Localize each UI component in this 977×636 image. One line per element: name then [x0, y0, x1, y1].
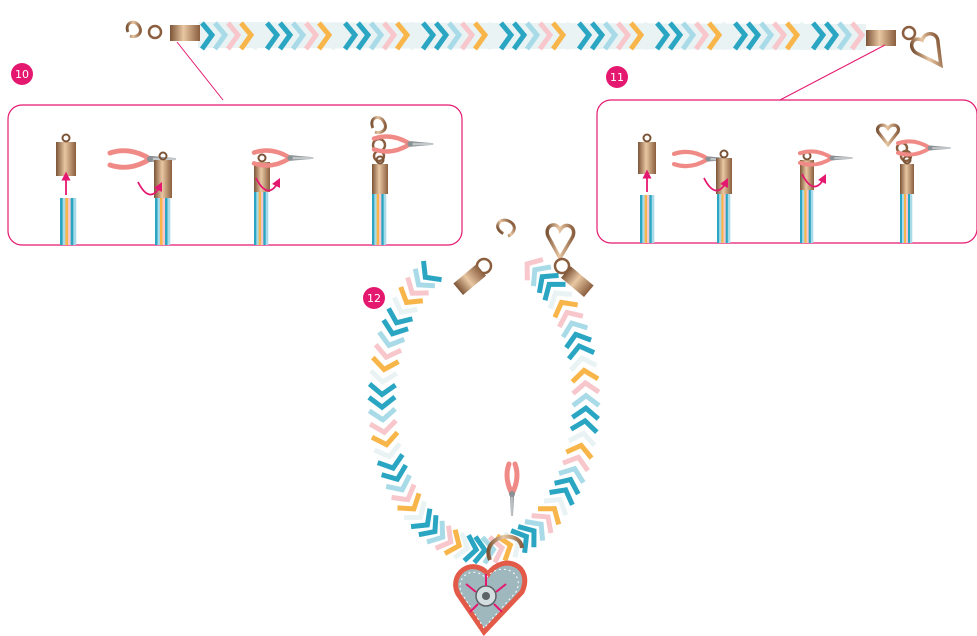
cord-strand	[640, 195, 643, 243]
cord-strand	[900, 194, 902, 243]
chevron-stitch	[369, 397, 395, 407]
cord-strand	[652, 195, 655, 243]
chevron-stitch	[572, 382, 599, 394]
chevron-stitch	[571, 419, 598, 432]
cord-strand	[372, 194, 375, 245]
cord-strand	[160, 198, 163, 245]
cord-strand	[63, 198, 66, 245]
end-cap-icon	[866, 30, 896, 46]
chevron-stitch	[371, 358, 398, 372]
cord-strand	[904, 194, 906, 243]
cord-strand	[384, 194, 387, 245]
cord-strand	[721, 194, 723, 243]
cord-strand	[908, 194, 910, 243]
cord-strand	[73, 198, 76, 245]
end-cap-icon	[372, 164, 388, 194]
cord-strand	[379, 194, 382, 245]
cord-strand	[719, 194, 721, 243]
pointer-line	[177, 42, 223, 100]
end-cap-icon	[453, 264, 486, 295]
cord-strand	[800, 190, 802, 243]
cord-strand	[377, 194, 380, 245]
lobster-clasp-icon	[127, 22, 140, 36]
cord-strand	[811, 190, 813, 243]
end-cap-icon	[638, 142, 656, 174]
pointer-line	[780, 45, 885, 100]
cord-strand	[256, 192, 259, 245]
cord-strand	[724, 194, 726, 243]
end-cap-icon	[170, 25, 200, 41]
cord-strand	[728, 194, 730, 243]
end-cap-icon	[900, 164, 914, 194]
heart-charm-icon	[910, 32, 947, 73]
cord-strand	[163, 198, 166, 245]
step-10-number: 10	[15, 68, 29, 81]
closed-bracelet	[369, 253, 599, 563]
cord-strand	[645, 195, 648, 243]
step-12-number: 12	[367, 292, 381, 305]
cord-strand	[906, 194, 908, 243]
lobster-clasp-icon	[495, 216, 517, 238]
step-12-badge: 12	[363, 287, 385, 309]
cord-strand	[68, 198, 71, 245]
cord-strand	[802, 190, 804, 243]
cord-strand	[642, 195, 645, 243]
cord-strand	[263, 192, 266, 245]
cord-strand	[60, 198, 63, 245]
chevron-stitch	[572, 407, 599, 418]
cord-strand	[910, 194, 912, 243]
cord-strand	[168, 198, 171, 245]
end-cap-icon	[56, 142, 76, 176]
cord-strand	[647, 195, 650, 243]
step-11-number: 11	[610, 71, 624, 84]
cord-strand	[259, 192, 262, 245]
cord-strand	[261, 192, 264, 245]
cord-strand	[165, 198, 168, 245]
cord-strand	[804, 190, 806, 243]
pliers-icon	[507, 464, 517, 516]
chevron-stitch	[372, 432, 399, 447]
flat-bracelet	[198, 22, 866, 50]
step-11-badge: 11	[606, 66, 628, 88]
cord-strand	[374, 194, 377, 245]
cord-strand	[902, 194, 904, 243]
cord-strand	[158, 198, 161, 245]
heart-charm-icon	[547, 225, 573, 258]
cord-strand	[726, 194, 728, 243]
jump-ring-icon	[149, 26, 161, 38]
chevron-stitch	[370, 371, 397, 384]
cord-strand	[155, 198, 158, 245]
cord-strand	[266, 192, 269, 245]
chevron-stitch	[571, 369, 598, 382]
chevron-stitch	[569, 356, 596, 370]
cord-strand	[254, 192, 257, 245]
jump-ring-icon	[903, 27, 915, 39]
cord-strand	[71, 198, 74, 245]
cord-strand	[807, 190, 809, 243]
chevron-stitch	[573, 396, 599, 406]
heart-pendant	[456, 563, 525, 632]
chevron-stitch	[370, 421, 397, 434]
cord-strand	[65, 198, 68, 245]
chevron-stitch	[369, 384, 395, 395]
cord-strand	[649, 195, 652, 243]
chevron-stitch	[369, 409, 396, 421]
step-10-badge: 10	[11, 63, 33, 85]
cord-strand	[381, 194, 384, 245]
cord-strand	[717, 194, 719, 243]
end-cap-icon	[716, 158, 732, 194]
cord-strand	[809, 190, 811, 243]
